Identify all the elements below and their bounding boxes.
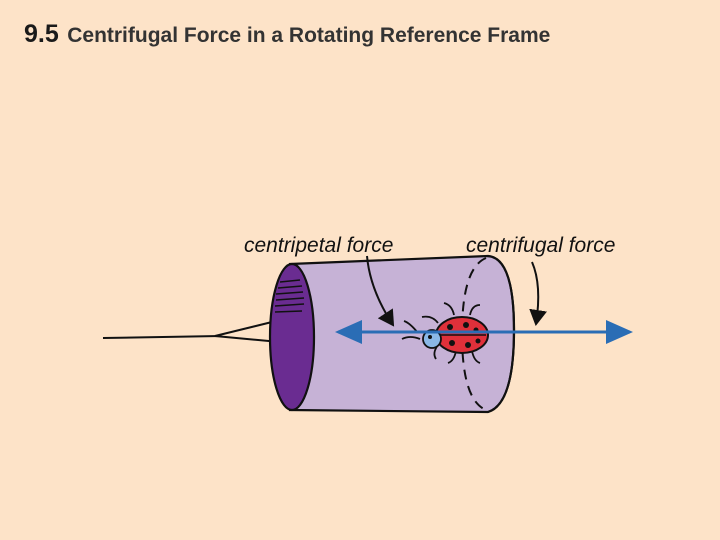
centripetal-force-label: centripetal force xyxy=(244,234,394,257)
section-number: 9.5 xyxy=(24,20,59,48)
centrifugal-force-label: centrifugal force xyxy=(466,234,616,257)
page-title: 9.5 Centrifugal Force in a Rotating Refe… xyxy=(24,20,550,49)
centrifugal-pointer-arrow xyxy=(529,261,548,326)
cylinder-open-end xyxy=(268,262,316,412)
centripetal-pointer-arrow xyxy=(366,255,395,327)
section-title: Centrifugal Force in a Rotating Referenc… xyxy=(67,24,551,47)
